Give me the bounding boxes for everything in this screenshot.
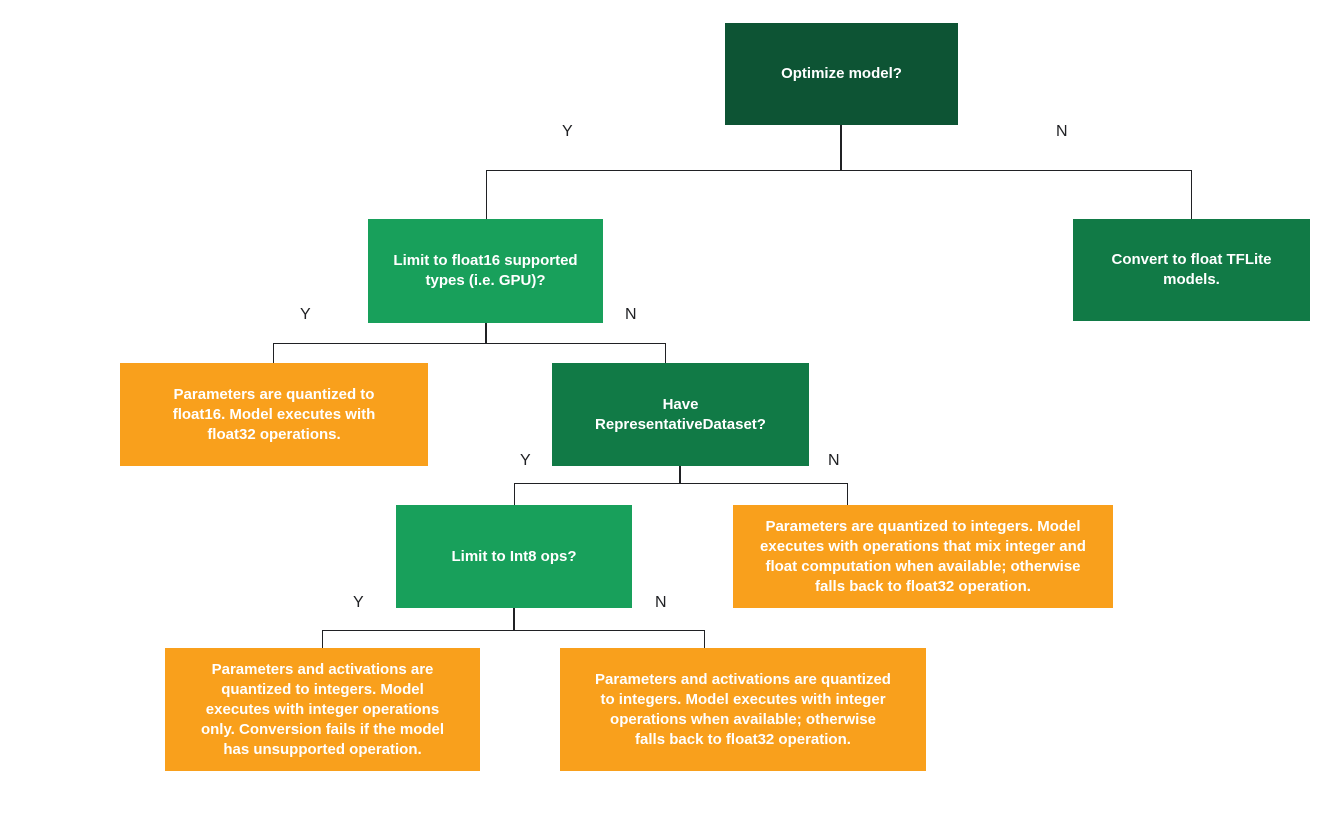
node-label: Parameters and activations are quantized… <box>200 660 445 758</box>
node-label: Optimize model? <box>781 65 902 82</box>
node-label: Parameters are quantized to integers. Mo… <box>760 517 1086 595</box>
node-label: Have RepresentativeDataset? <box>595 395 766 433</box>
node-have-representative-dataset: Have RepresentativeDataset? <box>552 363 809 466</box>
edge-label-limit-int8-yes: Y <box>353 594 364 611</box>
connector-line <box>514 483 848 484</box>
connector-line <box>322 630 705 631</box>
node-label: Parameters are quantized to float16. Mod… <box>172 385 376 443</box>
edge-label-limit-float16-no: N <box>625 306 637 323</box>
node-integer-mixed-result: Parameters are quantized to integers. Mo… <box>733 505 1113 608</box>
connector-line <box>486 170 1192 171</box>
connector-line <box>485 323 487 343</box>
connector-line <box>486 170 487 219</box>
connector-line <box>1191 170 1192 219</box>
connector-line <box>514 483 515 505</box>
node-convert-float-tflite: Convert to float TFLite models. <box>1073 219 1310 321</box>
node-integer-only-result: Parameters and activations are quantized… <box>165 648 480 771</box>
node-label: Parameters and activations are quantized… <box>595 670 891 748</box>
node-label: Convert to float TFLite models. <box>1111 251 1272 288</box>
connector-line <box>665 343 666 363</box>
edge-label-limit-int8-no: N <box>655 594 667 611</box>
node-limit-float16: Limit to float16 supported types (i.e. G… <box>368 219 603 323</box>
connector-line <box>513 608 515 630</box>
edge-label-have-repdataset-yes: Y <box>520 452 531 469</box>
edge-label-optimize-yes: Y <box>562 123 573 140</box>
connector-line <box>273 343 274 363</box>
connector-line <box>847 483 848 505</box>
node-float16-result: Parameters are quantized to float16. Mod… <box>120 363 428 466</box>
node-integer-fallback-result: Parameters and activations are quantized… <box>560 648 926 771</box>
edge-label-optimize-no: N <box>1056 123 1068 140</box>
connector-line <box>679 466 681 483</box>
node-label: Limit to Int8 ops? <box>451 547 577 565</box>
connector-line <box>273 343 666 344</box>
connector-line <box>322 630 323 648</box>
connector-line <box>840 125 842 170</box>
connector-line <box>704 630 705 648</box>
node-limit-int8-ops: Limit to Int8 ops? <box>396 505 632 608</box>
node-label: Limit to float16 supported types (i.e. G… <box>393 252 578 289</box>
edge-label-limit-float16-yes: Y <box>300 306 311 323</box>
edge-label-have-repdataset-no: N <box>828 452 840 469</box>
node-optimize-model: Optimize model? <box>725 23 958 125</box>
